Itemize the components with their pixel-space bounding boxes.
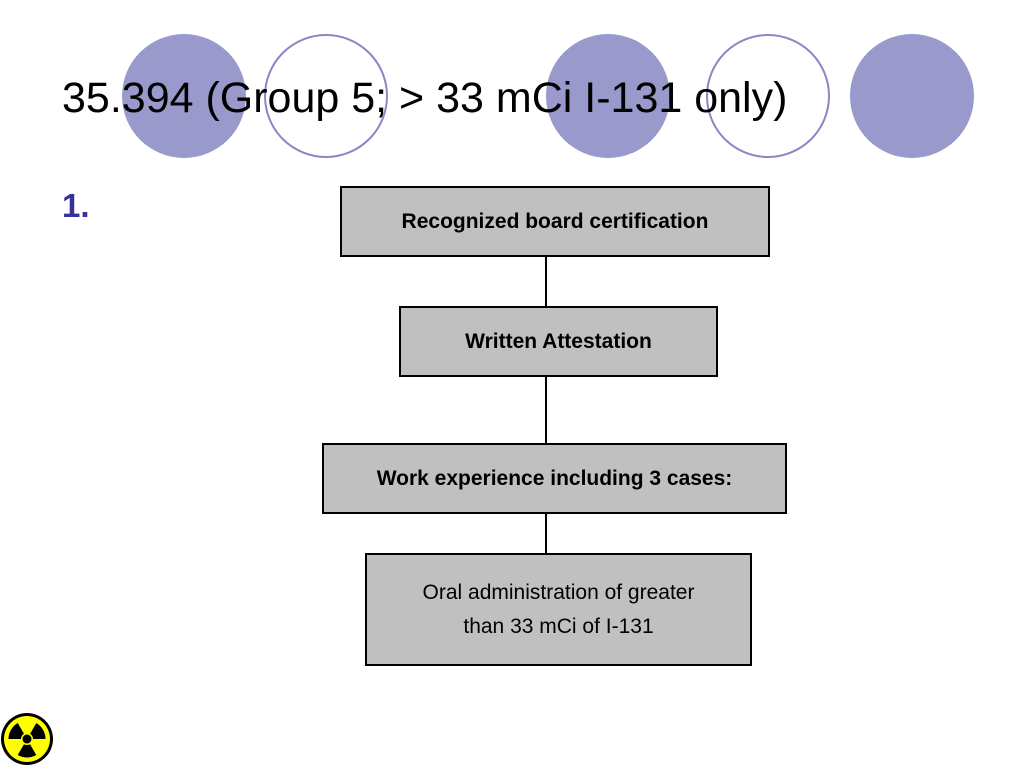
decorative-circle: [850, 34, 974, 158]
decorative-circle: [546, 34, 670, 158]
flow-connector: [545, 512, 547, 554]
flow-step-label: Written Attestation: [465, 329, 652, 353]
flow-connector: [545, 375, 547, 443]
flow-step-written-attestation: Written Attestation: [399, 306, 718, 377]
flow-step-line-2: than 33 mCi of I-131: [463, 614, 654, 638]
radiation-hazard-icon: [1, 713, 53, 765]
decorative-circle: [264, 34, 388, 158]
flow-step-label: Work experience including 3 cases:: [376, 466, 733, 490]
flow-connector: [545, 256, 547, 306]
decorative-circle: [706, 34, 830, 158]
flow-step-board-certification: Recognized board certification: [340, 186, 770, 257]
decorative-circle: [122, 34, 246, 158]
flow-step-work-experience: Work experience including 3 cases:: [322, 443, 787, 514]
slide-title: 35.394 (Group 5; > 33 mCi I-131 only): [62, 74, 788, 122]
bullet-number: 1.: [62, 187, 90, 224]
flow-step-oral-administration: Oral administration of greater than 33 m…: [365, 553, 752, 666]
flow-step-line-1: Oral administration of greater: [422, 580, 695, 604]
flow-step-label: Recognized board certification: [401, 209, 709, 233]
